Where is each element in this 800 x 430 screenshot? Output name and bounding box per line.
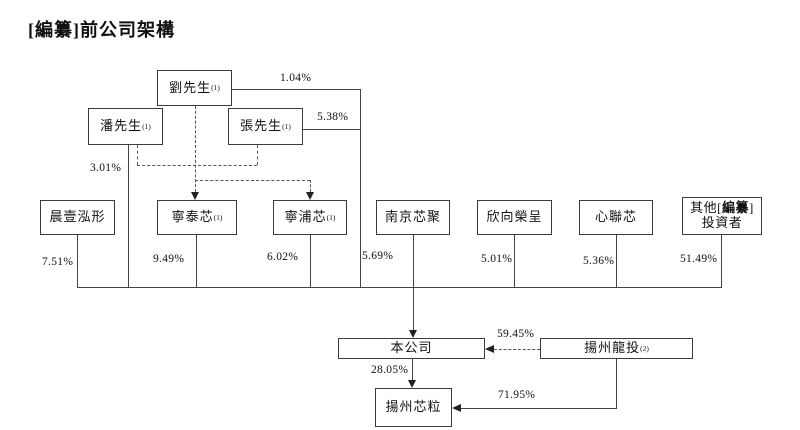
connector-pan-down — [128, 145, 130, 288]
pct-longtou-to-company: 59.45% — [497, 328, 535, 340]
node-label: 南京芯聚 — [384, 209, 441, 225]
arrowhead-into-ningtai — [191, 192, 199, 200]
connector-shareholder-bus — [77, 287, 722, 289]
pct-other: 51.49% — [680, 253, 718, 265]
node-label: 揚州龍投 — [584, 340, 641, 356]
node-nanjing: 南京芯聚 — [376, 200, 450, 235]
connector-xinxiang-down — [514, 235, 516, 288]
pct-pan-direct: 3.01% — [90, 162, 122, 174]
redacted-tag: 編纂 — [721, 200, 749, 216]
node-label: 本公司 — [390, 340, 433, 356]
node-ningtai: 寧泰芯(1) — [157, 200, 237, 235]
node-label-line1: 其他[編纂] — [690, 200, 754, 216]
connector-longtou-down — [616, 359, 618, 408]
pct-ningpu: 6.02% — [267, 251, 299, 263]
pct-ningtai: 9.49% — [153, 253, 185, 265]
connector-zhang-right — [303, 129, 361, 131]
node-label: 晨壹泓形 — [49, 209, 106, 225]
pct-liu-direct: 1.04% — [280, 72, 312, 84]
node-ningpu: 寧浦芯(1) — [273, 200, 347, 235]
connector-ningtai-down — [196, 235, 198, 288]
connector-other-down — [721, 235, 723, 288]
pct-xinlian: 5.36% — [583, 255, 615, 267]
node-yangzhou-longtou: 揚州龍投(2) — [540, 338, 693, 359]
node-yangzhou-xinli: 揚州芯粒 — [375, 388, 452, 427]
node-label: 揚州芯粒 — [385, 399, 442, 415]
node-xinxiang: 欣向榮呈 — [477, 200, 552, 235]
node-other-investors: 其他[編纂] 投資者 — [682, 197, 762, 235]
node-label: 心聯芯 — [594, 209, 637, 225]
dashed-ningpu-down — [310, 180, 311, 192]
connector-liu-zhang-down — [360, 89, 362, 288]
node-label: 寧浦芯 — [284, 209, 327, 225]
dashed-liu-to-ningtai — [195, 106, 196, 192]
arrowhead-into-xinli-top — [408, 380, 416, 388]
connector-company-to-xinli — [412, 359, 414, 381]
connector-ningpu-down — [310, 235, 312, 288]
dashed-longtou-to-company — [494, 349, 540, 350]
node-label: 潘先生 — [100, 118, 143, 134]
dashed-branch-to-ningpu — [195, 180, 310, 181]
arrowhead-into-company-right — [485, 345, 494, 353]
connector-longtou-to-xinli — [461, 408, 617, 410]
dashed-zhang-down — [257, 145, 258, 165]
dashed-pan-zhang-join — [137, 165, 257, 166]
arrowhead-into-xinli-right — [452, 404, 461, 412]
node-mr-liu: 劉先生(1) — [157, 70, 232, 106]
dashed-pan-down — [137, 145, 138, 165]
page-title: [編纂]前公司架構 — [28, 20, 175, 40]
pct-zhang-direct: 5.38% — [317, 111, 349, 123]
node-mr-pan: 潘先生(1) — [88, 108, 163, 145]
arrowhead-into-ningpu — [306, 192, 314, 200]
node-the-company: 本公司 — [338, 338, 485, 359]
node-xinlian: 心聯芯 — [579, 200, 653, 235]
node-label: 張先生 — [240, 118, 283, 134]
node-label-line2: 投資者 — [701, 215, 743, 230]
node-label: 寧泰芯 — [171, 209, 214, 225]
connector-liu-right — [232, 89, 361, 91]
connector-nanjing-down — [413, 235, 415, 288]
node-label: 劉先生 — [169, 79, 212, 95]
node-label: 欣向榮呈 — [486, 209, 543, 225]
pct-company-to-xinli: 28.05% — [371, 364, 409, 376]
pct-longtou-to-xinli: 71.95% — [498, 389, 536, 401]
connector-chenyi-down — [77, 235, 79, 288]
pct-xinxiang: 5.01% — [481, 253, 513, 265]
arrowhead-into-company — [409, 330, 417, 338]
connector-bus-to-company — [413, 287, 415, 331]
connector-xinlian-down — [616, 235, 618, 288]
pct-chenyi: 7.51% — [42, 256, 74, 268]
node-mr-zhang: 張先生(1) — [228, 108, 303, 145]
node-chenyi: 晨壹泓形 — [40, 200, 115, 235]
pct-nanjing: 5.69% — [362, 250, 394, 262]
